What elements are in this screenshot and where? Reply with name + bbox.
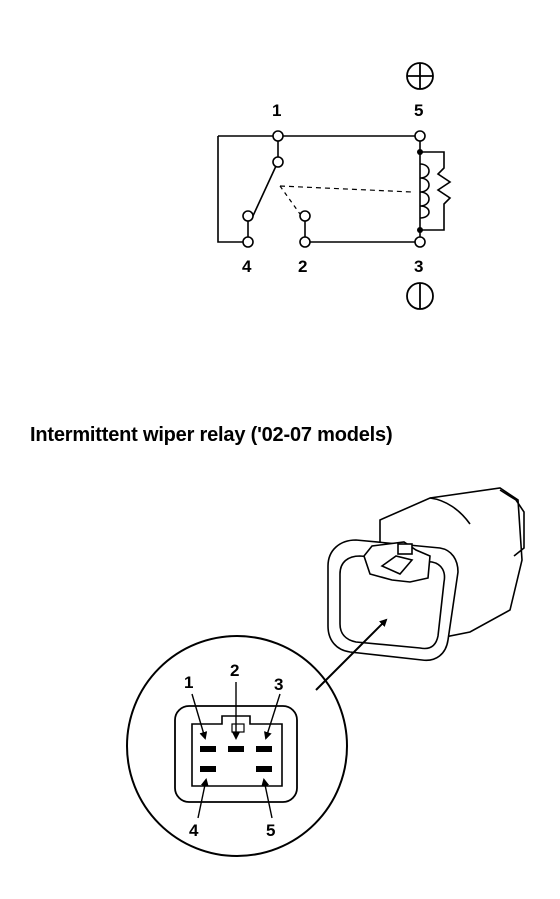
minus-circle-icon xyxy=(406,282,434,310)
latch-tab xyxy=(380,555,414,575)
leader-1 xyxy=(191,693,208,740)
callout-3: 3 xyxy=(274,675,283,694)
switch-arm xyxy=(251,165,277,219)
frame-left xyxy=(217,136,248,243)
plus-circle-icon xyxy=(406,62,434,90)
switch-dashed-path xyxy=(279,185,301,215)
leader-4 xyxy=(197,778,209,819)
leader-5 xyxy=(261,778,273,819)
terminal-1-node xyxy=(272,130,284,142)
resistor-branch xyxy=(420,151,452,231)
relay-schematic xyxy=(217,135,452,243)
pin-label-2: 2 xyxy=(298,257,307,276)
terminal-slot-2 xyxy=(228,746,244,752)
junction-top xyxy=(417,149,423,155)
relay-rib xyxy=(499,489,525,557)
leader-3 xyxy=(264,693,281,740)
pin-label-3: 3 xyxy=(414,257,423,276)
junction-bottom xyxy=(417,227,423,233)
relay-rib-2 xyxy=(429,497,471,525)
terminal-slot-1 xyxy=(200,746,216,752)
callout-2: 2 xyxy=(230,661,239,680)
junction-dots xyxy=(417,149,423,233)
section-title: Intermittent wiper relay ('02-07 models) xyxy=(30,424,393,446)
connector-zoom: 1 2 3 4 5 xyxy=(126,635,348,857)
mechanical-linkage xyxy=(279,185,413,193)
callout-4: 4 xyxy=(189,821,199,840)
terminal-3-node xyxy=(414,236,426,248)
terminal-5-node xyxy=(414,130,426,142)
callout-1: 1 xyxy=(184,673,193,692)
relay-coil xyxy=(419,163,430,219)
zoom-pointer-arrow xyxy=(315,618,388,691)
pin-label-1: 1 xyxy=(272,101,281,120)
terminal-1-contact xyxy=(272,156,284,168)
schematic-terminals xyxy=(242,130,426,248)
terminal-4-contact xyxy=(242,210,254,222)
callout-5: 5 xyxy=(266,821,275,840)
pin-label-5: 5 xyxy=(414,101,423,120)
pin-label-4: 4 xyxy=(242,257,252,276)
terminal-4-node xyxy=(242,236,254,248)
latch-slot xyxy=(397,543,413,555)
terminal-2-node xyxy=(299,236,311,248)
key-notch xyxy=(231,723,245,733)
terminal-slot-3 xyxy=(256,746,272,752)
terminal-2-contact xyxy=(299,210,311,222)
terminal-slot-4 xyxy=(200,766,216,772)
relay-body xyxy=(327,487,525,662)
terminal-slot-5 xyxy=(256,766,272,772)
